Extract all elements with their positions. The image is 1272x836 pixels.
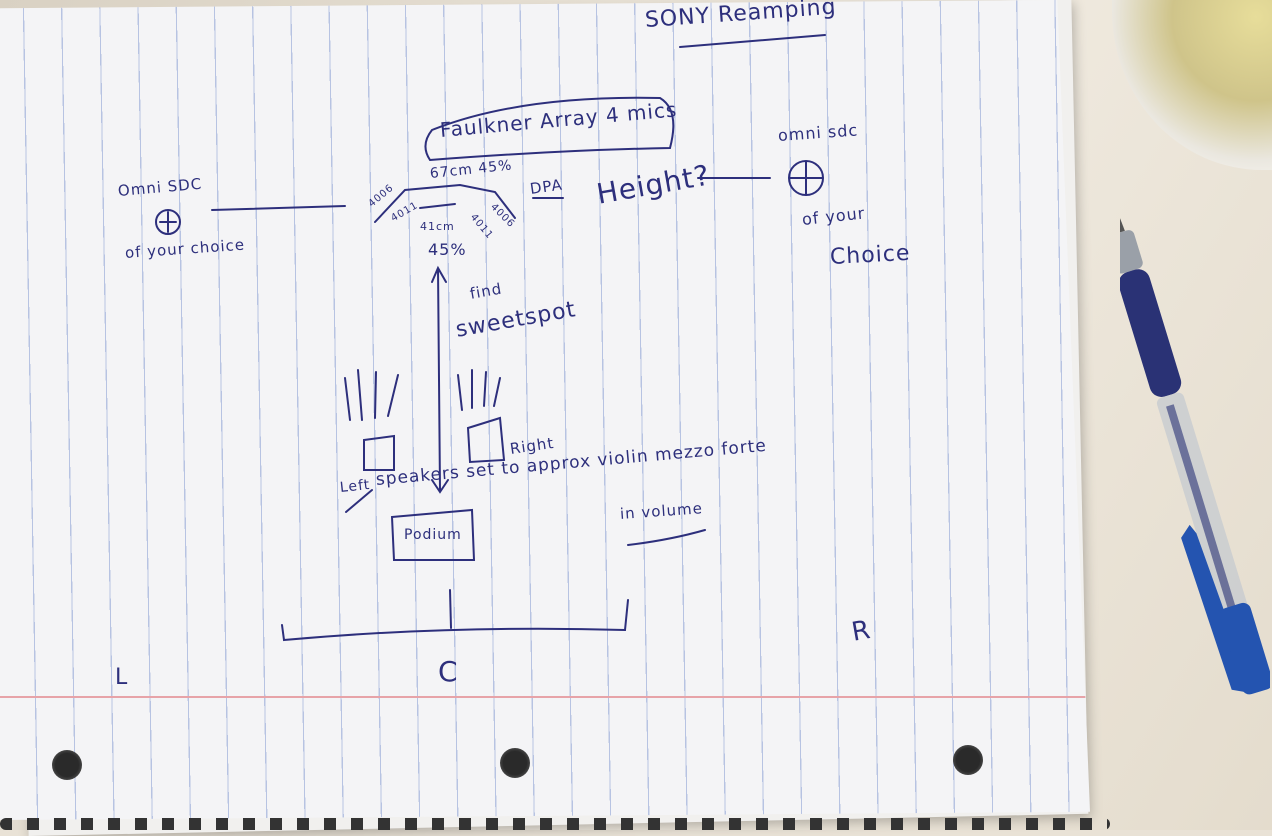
pen [1120,202,1270,695]
mark-left: L [115,665,129,690]
spiral-binding [0,818,1110,830]
punch-hole [953,745,983,775]
inner-angle-label: 45% [428,240,467,259]
punch-hole [500,748,530,778]
left-speaker-label: Left [339,476,372,496]
right-omni-sub: Choice [829,240,912,270]
mark-center: C [438,655,459,688]
punch-hole [52,750,82,780]
inner-spacing-label: 41cm [420,220,455,233]
podium-label: Podium [404,527,462,543]
notebook-page [0,0,1090,820]
margin-line [0,696,1090,698]
